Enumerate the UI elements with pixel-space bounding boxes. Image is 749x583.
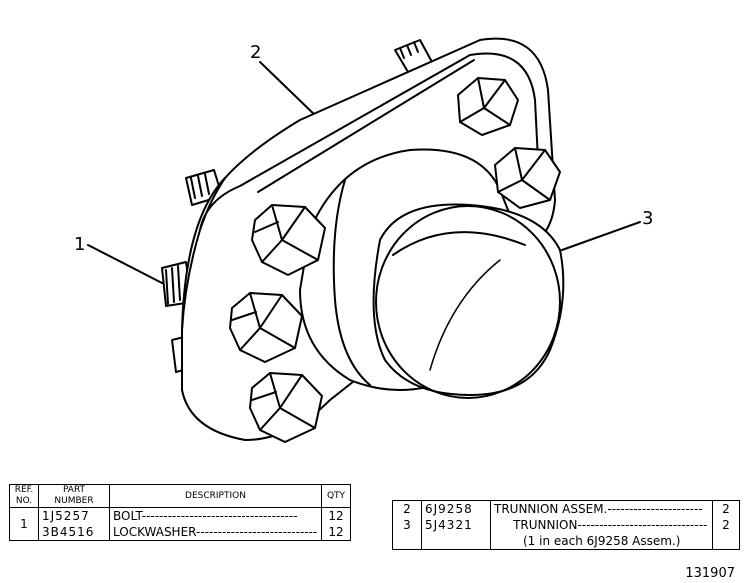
description-cell: LOCKWASHER---------------------------- bbox=[109, 524, 322, 541]
qty-cell bbox=[713, 533, 740, 550]
callout-1: 1 bbox=[74, 234, 86, 255]
description-cell: (1 in each 6J9258 Assem.) bbox=[490, 533, 713, 550]
description-cell: TRUNNION ASSEM.---------------------- bbox=[490, 500, 713, 517]
ref-cell bbox=[392, 533, 422, 550]
part-number-cell: 3B4516 bbox=[38, 524, 110, 541]
bolt-head-3 bbox=[251, 204, 326, 276]
table-row: 3B4516 LOCKWASHER-----------------------… bbox=[10, 524, 351, 541]
ref-cell: 3 bbox=[392, 517, 422, 533]
description-cell: BOLT------------------------------------ bbox=[109, 507, 322, 524]
figure-number: 131907 bbox=[685, 566, 735, 581]
part-number-cell: 5J4321 bbox=[421, 517, 491, 533]
callout-3: 3 bbox=[642, 208, 654, 229]
table-row: 1 1J5257 BOLT---------------------------… bbox=[9, 507, 351, 541]
table-row: 2 6J9258 TRUNNION ASSEM.----------------… bbox=[392, 500, 740, 517]
header-description: DESCRIPTION bbox=[109, 484, 322, 508]
bolt-head-1 bbox=[457, 77, 519, 136]
table-row: 3 5J4321 TRUNNION-----------------------… bbox=[392, 517, 740, 533]
part-number-cell bbox=[421, 533, 491, 550]
qty-cell: 2 bbox=[722, 502, 730, 516]
parts-table-right: 2 6J9258 TRUNNION ASSEM.----------------… bbox=[392, 500, 740, 550]
part-number-cell: 1J5257 bbox=[38, 507, 110, 524]
bolt-head-2 bbox=[494, 147, 561, 209]
ref-cell: 1 bbox=[9, 507, 39, 541]
ref-cell: 2 bbox=[392, 500, 422, 517]
callout-2: 2 bbox=[250, 42, 262, 63]
header-qty: QTY bbox=[321, 484, 351, 508]
description-cell: TRUNNION------------------------------ bbox=[490, 517, 713, 533]
trunnion-head bbox=[372, 203, 565, 399]
qty-cell: 12 bbox=[328, 509, 344, 523]
qty-cell: 12 bbox=[328, 525, 344, 539]
qty-cell: 2 bbox=[722, 518, 730, 532]
table-row: (1 in each 6J9258 Assem.) bbox=[392, 533, 740, 550]
parts-table-left: REF. NO. PART NUMBER DESCRIPTION QTY 1 1… bbox=[9, 484, 351, 541]
bolt-head-4 bbox=[229, 292, 303, 363]
header-part-number: PART NUMBER bbox=[38, 484, 110, 508]
part-number-cell: 6J9258 bbox=[421, 500, 491, 517]
header-ref: REF. NO. bbox=[9, 484, 39, 508]
bolt-head-5 bbox=[249, 372, 323, 443]
table-header-row: REF. NO. PART NUMBER DESCRIPTION QTY bbox=[9, 484, 351, 508]
